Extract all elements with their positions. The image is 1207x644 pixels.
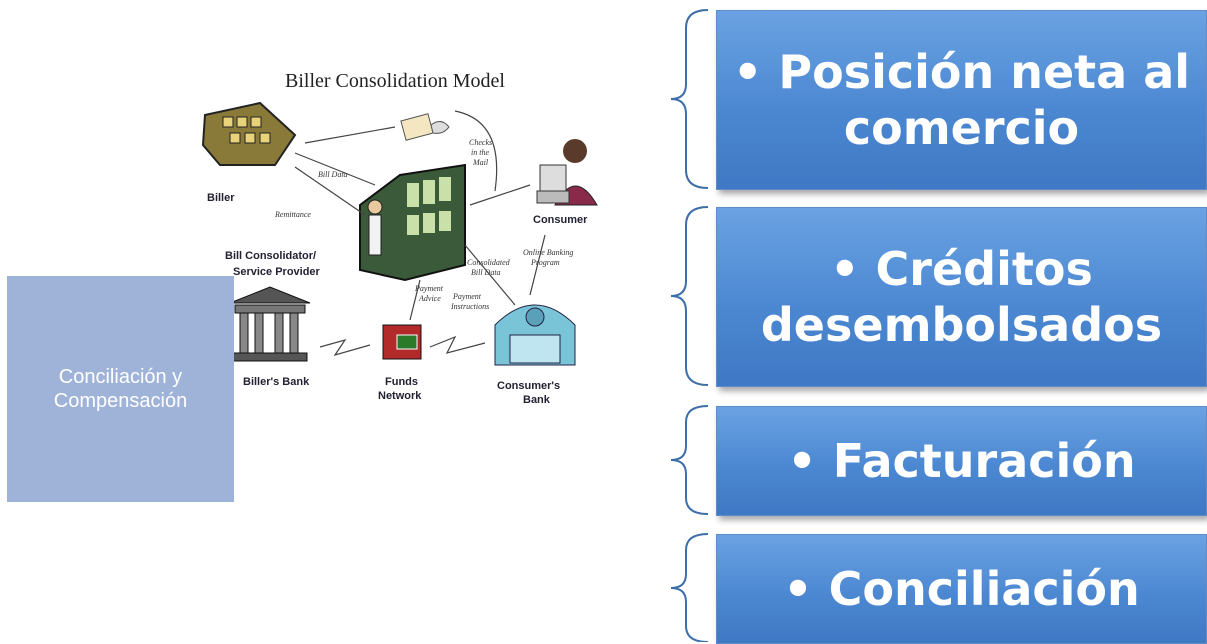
diagram-title: Biller Consolidation Model xyxy=(285,70,505,92)
box-creditos: • Créditos desembolsados xyxy=(716,207,1207,387)
funds-label-1: Funds xyxy=(385,376,418,388)
biller-consolidation-diagram: Biller Consolidation Model Biller Bill C… xyxy=(201,70,598,406)
biller-building-icon xyxy=(201,101,297,166)
consolidated-label-2: Bill Data xyxy=(471,268,501,277)
payment-instr-label-1: Payment xyxy=(452,292,482,301)
billers-bank-label: Biller's Bank xyxy=(243,376,310,388)
remittance-label: Remittance xyxy=(274,210,311,219)
consumers-bank-label-1: Consumer's xyxy=(497,380,560,392)
box-posicion-neta: • Posición neta al comercio xyxy=(716,10,1207,190)
funds-network-icon xyxy=(382,324,422,360)
consumers-bank-icon xyxy=(494,304,576,366)
brace-icon xyxy=(670,206,709,386)
box-facturacion: • Facturación xyxy=(716,406,1207,516)
payment-advice-label-1: Payment xyxy=(414,284,444,293)
side-label-line2: Compensación xyxy=(53,390,188,412)
brace-icon xyxy=(670,405,709,515)
side-label-text: Conciliación y Compensación xyxy=(54,365,187,413)
checks-label-2: in the xyxy=(471,148,489,157)
side-label-line1: Conciliación y xyxy=(58,366,183,388)
box-creditos-text: • Créditos desembolsados xyxy=(760,242,1163,352)
payment-advice-label-2: Advice xyxy=(418,294,441,303)
checks-label-1: Checks xyxy=(469,138,492,147)
checks-mail-icon xyxy=(400,113,450,141)
side-label-box: Conciliación y Compensación xyxy=(7,276,234,502)
billers-bank-icon xyxy=(229,286,311,362)
box-conciliacion: • Conciliación xyxy=(716,534,1207,644)
bill-data-label: Bill Data xyxy=(318,170,348,179)
funds-label-2: Network xyxy=(378,390,422,402)
payment-instr-label-2: Instructions xyxy=(450,302,489,311)
consolidated-label-1: Consolidated xyxy=(467,258,511,267)
online-label-1: Online Banking xyxy=(523,248,573,257)
consolidator-building-icon xyxy=(359,163,466,282)
consolidator-label-1: Bill Consolidator/ xyxy=(225,250,316,262)
consumer-label: Consumer xyxy=(533,214,588,226)
online-label-2: Program xyxy=(530,258,560,267)
box-conciliacion-text: • Conciliación xyxy=(783,562,1140,616)
brace-icon xyxy=(670,9,709,189)
checks-label-3: Mail xyxy=(472,158,489,167)
consolidator-label-2: Service Provider xyxy=(233,266,321,278)
box-facturacion-text: • Facturación xyxy=(787,434,1136,488)
consumer-person-icon xyxy=(536,139,598,206)
box-posicion-neta-text: • Posición neta al comercio xyxy=(732,45,1191,155)
consumers-bank-label-2: Bank xyxy=(523,394,551,406)
brace-icon xyxy=(670,533,709,642)
diagram-arrows xyxy=(294,110,546,357)
biller-label: Biller xyxy=(207,192,235,204)
